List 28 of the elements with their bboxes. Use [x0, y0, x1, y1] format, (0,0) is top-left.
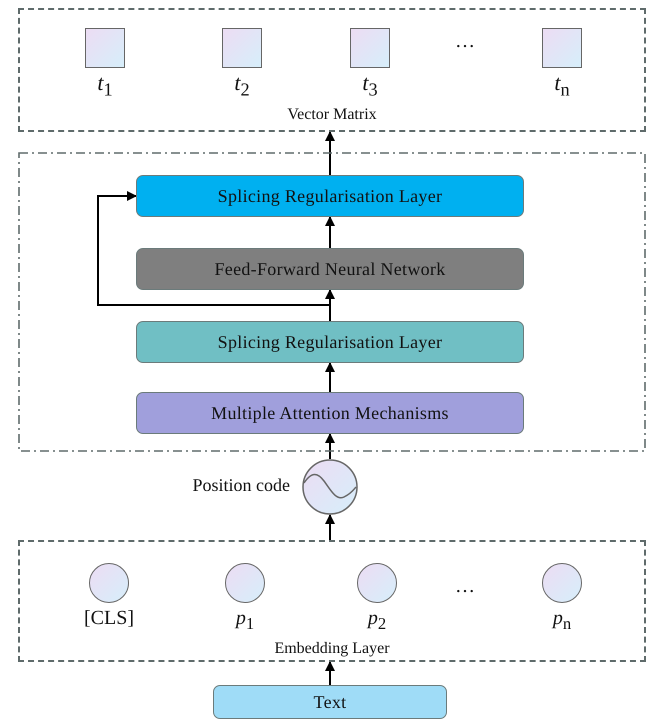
- layer-box: Text: [213, 685, 447, 719]
- token-label: t$_{3}$: [361, 70, 379, 100]
- arrow: [325, 433, 335, 459]
- token-label: t$_{n}$: [553, 70, 571, 100]
- arrow: [325, 514, 335, 540]
- layer-box: Splicing Regularisation Layer: [136, 321, 524, 363]
- arrow: [325, 216, 335, 248]
- dashed-group-box: [18, 8, 646, 132]
- layer-box: Multiple Attention Mechanisms: [136, 392, 524, 434]
- token-label: p$_{2}$: [366, 607, 388, 634]
- token-label: t$_{1}$: [96, 70, 114, 100]
- layer-box: Feed-Forward Neural Network: [136, 248, 524, 290]
- dashed-group-box: [18, 540, 646, 662]
- token-label: t$_{2}$: [233, 70, 251, 100]
- dash-dot-group-box: [18, 152, 646, 452]
- token-label: p$_{1}$: [234, 607, 256, 634]
- layer-box: Splicing Regularisation Layer: [136, 175, 524, 217]
- arrow: [325, 131, 335, 175]
- ellipsis-label: …: [455, 30, 475, 53]
- token-label: p$_{n}$: [550, 607, 572, 634]
- ellipsis-label: …: [455, 575, 475, 598]
- token-label: [CLS]: [83, 607, 135, 630]
- group-title: Embedding Layer: [273, 640, 391, 658]
- arrow: [325, 661, 335, 685]
- arrow: [325, 362, 335, 392]
- side-label: Position code: [192, 475, 290, 496]
- group-title: Vector Matrix: [286, 106, 378, 124]
- arrow: [97, 191, 331, 321]
